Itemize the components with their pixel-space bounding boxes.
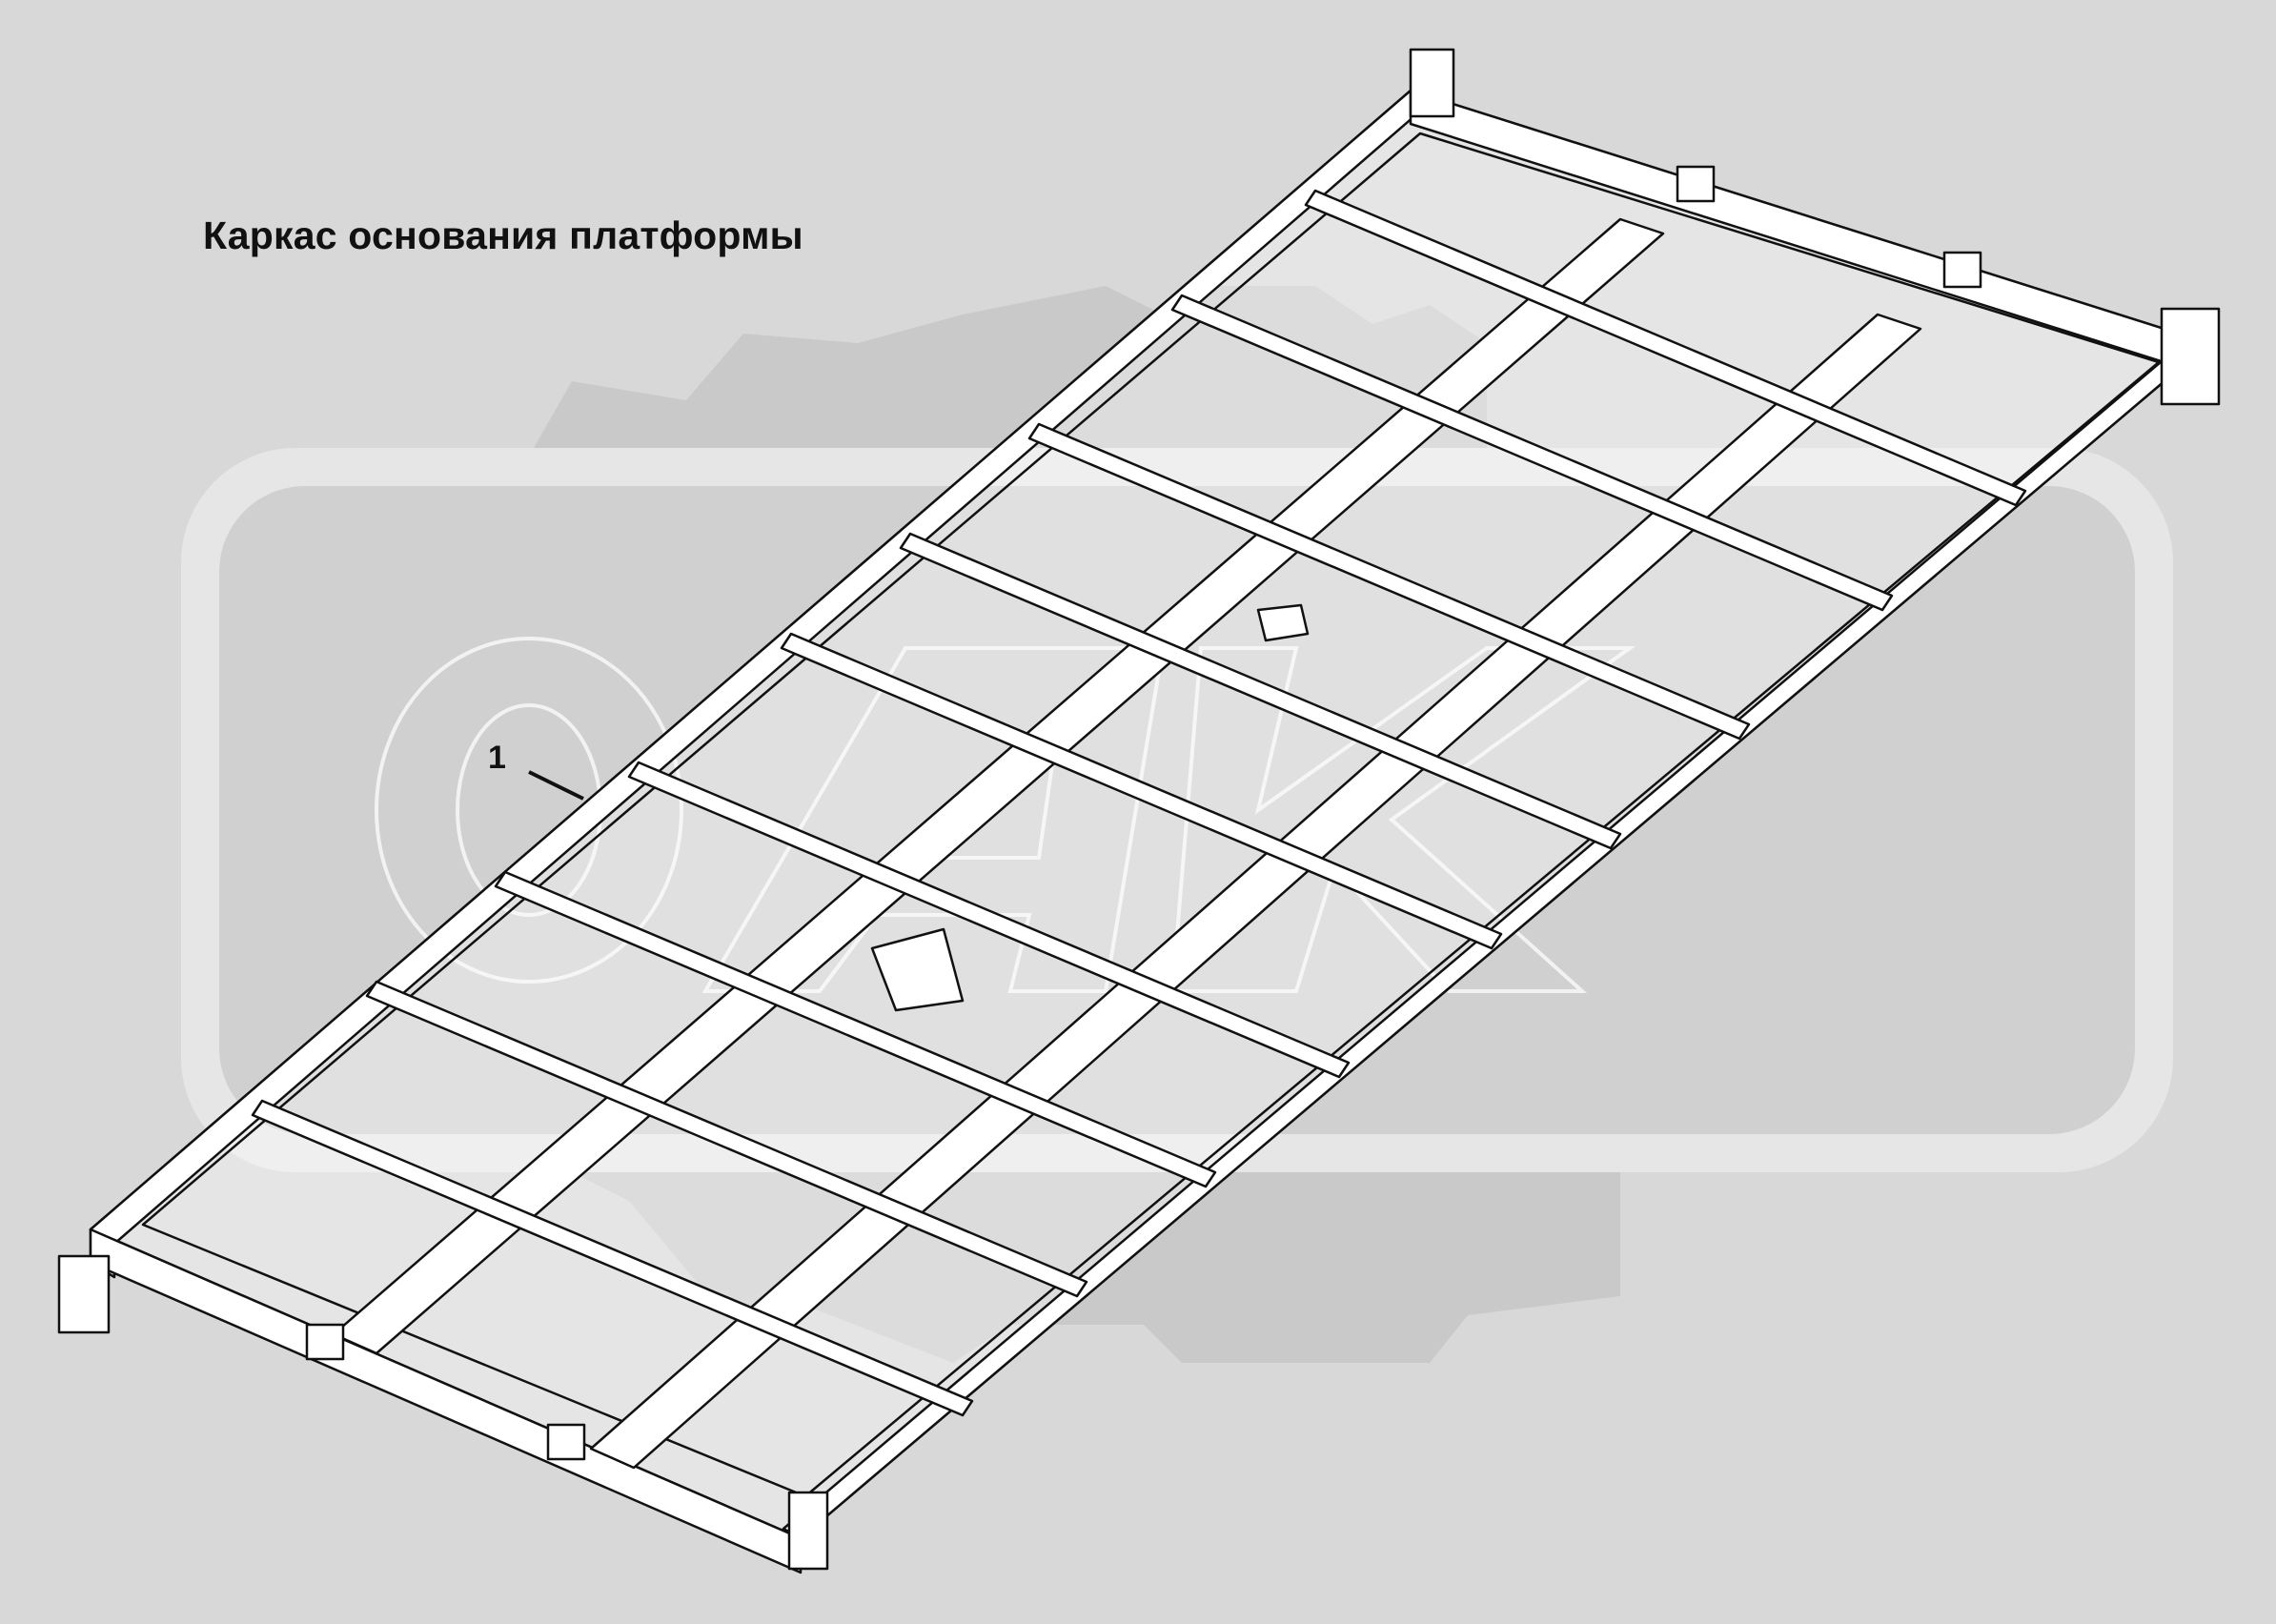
corner-post-front-left (57, 1254, 111, 1334)
hinge-bracket (1942, 251, 1982, 289)
cross-member (899, 532, 1622, 850)
frame-inner-outline (141, 132, 2161, 1498)
cross-member (365, 980, 1088, 1298)
corner-post-front-right (787, 1491, 829, 1571)
longitudinal-left (332, 217, 1665, 1355)
platform-frame (57, 48, 2221, 1574)
cross-member (494, 870, 1217, 1188)
cross-member (1304, 189, 2027, 507)
cross-members (251, 189, 2027, 1417)
center-bracket (870, 927, 965, 1012)
longitudinal-members (332, 217, 1922, 1470)
callout-label: 1 (488, 740, 506, 776)
hinge-bracket (546, 1423, 586, 1461)
corner-post-rear-left (1409, 48, 1455, 118)
diagram-title: Каркас основания платформы (203, 213, 803, 257)
cross-member (251, 1099, 974, 1417)
center-bracket (1256, 603, 1310, 642)
frame-brackets (57, 48, 2221, 1571)
cross-member (627, 761, 1351, 1079)
watermark-letter-k (1169, 646, 1636, 993)
corner-post-rear-right (2160, 307, 2221, 406)
hinge-bracket (1676, 165, 1716, 203)
watermark-letter-o (375, 637, 683, 984)
cross-member (1170, 294, 1894, 612)
watermark-letters (375, 637, 1636, 993)
cross-member (780, 632, 1503, 950)
callout-leader-line (528, 770, 584, 801)
longitudinal-right (589, 313, 1922, 1470)
hinge-bracket (305, 1323, 345, 1361)
cross-member (1027, 422, 1751, 741)
